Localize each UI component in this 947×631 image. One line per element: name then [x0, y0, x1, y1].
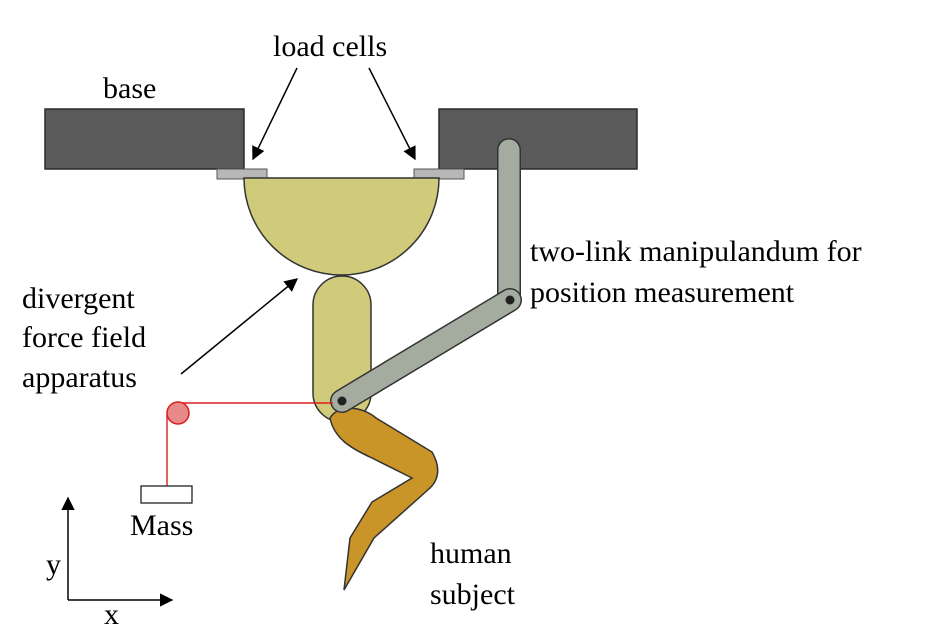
- manipulandum-end-joint: [337, 396, 347, 406]
- label-manipulandum-line1: two-link manipulandum for: [530, 235, 862, 268]
- base-right-block: [438, 108, 638, 170]
- axis-label-x: x: [104, 598, 119, 631]
- label-apparatus-line2: force field: [22, 321, 146, 354]
- label-manipulandum-line2: position measurement: [530, 276, 795, 309]
- apparatus-bowl: [243, 177, 440, 276]
- label-load-cells: load cells: [273, 30, 387, 63]
- label-human-line2: subject: [430, 578, 516, 611]
- manipulandum-elbow-joint: [505, 295, 515, 305]
- label-apparatus-line3: apparatus: [22, 361, 137, 394]
- load-cell-left: [216, 168, 268, 180]
- label-apparatus-line1: divergent: [22, 282, 135, 315]
- axis-label-y: y: [46, 548, 61, 581]
- load-cell-right-arrow: [368, 67, 416, 161]
- human-arm: [329, 407, 439, 591]
- apparatus-arrow: [180, 278, 299, 375]
- pulley: [166, 401, 190, 425]
- mass-block: [140, 485, 193, 504]
- label-base: base: [103, 72, 156, 105]
- load-cell-left-arrow: [252, 67, 298, 161]
- manipulandum: [330, 138, 522, 413]
- label-mass: Mass: [130, 509, 193, 542]
- base-left-block: [44, 108, 245, 170]
- label-human-line1: human: [430, 537, 512, 570]
